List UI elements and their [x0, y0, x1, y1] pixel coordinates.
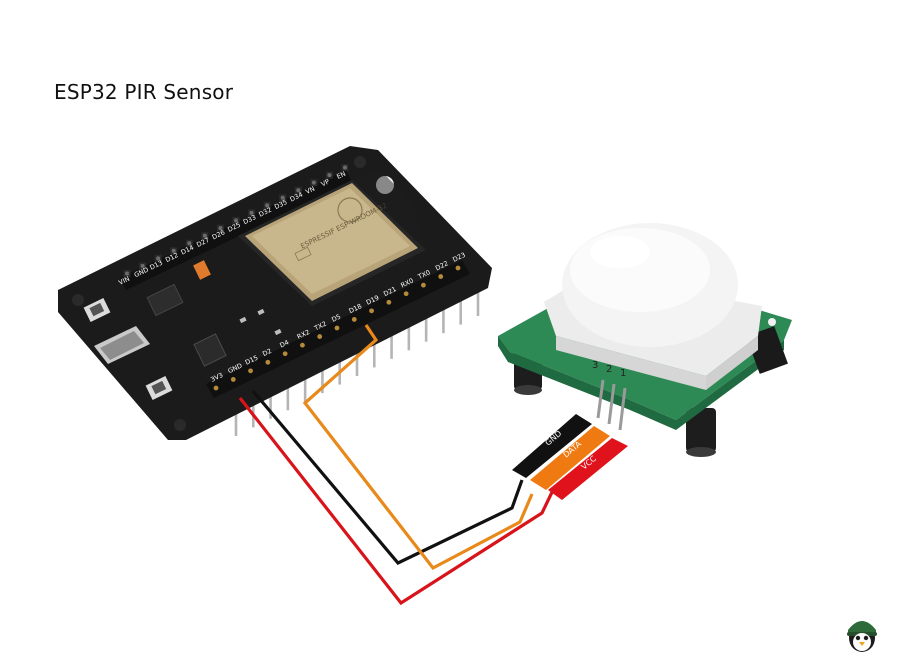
- connector-data: [530, 426, 610, 490]
- connector-gnd: [512, 414, 592, 478]
- top-pin-hole: [234, 218, 238, 223]
- bottom-pin-label: D2: [261, 347, 273, 358]
- voltage-regulator: [146, 283, 184, 317]
- bottom-pin-hole: [351, 317, 357, 322]
- top-pin-hole: [280, 195, 285, 200]
- top-pin-hole: [343, 165, 347, 170]
- wire-gnd: [251, 389, 524, 565]
- top-pin-hole: [327, 173, 332, 178]
- top-pin-label: EN: [335, 170, 347, 181]
- top-pin-hole: [125, 271, 129, 276]
- wire-data: [302, 324, 534, 571]
- top-pin-hole: [187, 241, 192, 246]
- bottom-pin-hole: [282, 351, 288, 357]
- wires: [238, 324, 556, 606]
- top-pin-label: VN: [304, 185, 316, 196]
- bottom-pin-hole: [317, 334, 323, 339]
- top-pin-hole: [249, 210, 254, 215]
- top-pin-hole: [202, 233, 207, 238]
- usb-serial-chip: [193, 333, 227, 367]
- top-pin-hole: [296, 188, 301, 193]
- bottom-pin-hole: [421, 282, 426, 288]
- bottom-pin-label: D4: [279, 338, 291, 349]
- top-pin-hole: [171, 248, 176, 253]
- boot-button: [145, 375, 173, 401]
- bottom-pin-hole: [455, 265, 461, 271]
- bottom-pin-hole: [265, 359, 271, 365]
- top-pin-hole: [311, 180, 316, 185]
- bottom-pin-hole: [369, 308, 374, 314]
- wire-vcc: [238, 397, 556, 606]
- top-header-pins: [123, 164, 349, 277]
- bottom-pin-hole: [438, 274, 444, 279]
- esp32-board: ESPRESSIF ESP-WROOM-32: [58, 146, 492, 440]
- top-pin-hole: [156, 256, 161, 261]
- pir-pin-number: 3: [592, 360, 598, 371]
- pir-wire-connector: [512, 414, 628, 500]
- bottom-pin-hole: [403, 291, 409, 297]
- bottom-header-pin-holes: [213, 265, 461, 391]
- capacitor: [193, 260, 211, 280]
- bottom-pin-hole: [386, 299, 392, 305]
- connector-vcc: [548, 438, 628, 500]
- bottom-pin-hole: [230, 377, 236, 382]
- bottom-pin-hole: [213, 385, 219, 391]
- top-pin-hole: [265, 203, 270, 208]
- pir-pin-number: 1: [620, 368, 626, 379]
- esp-wroom-32-module: ESPRESSIF ESP-WROOM-32: [238, 180, 426, 306]
- bottom-pin-hole: [300, 342, 305, 348]
- penguin-helmet-icon: [847, 621, 877, 652]
- top-pin-hole: [140, 263, 145, 268]
- micro-usb-port: [94, 326, 150, 364]
- bottom-pin-hole: [334, 325, 340, 331]
- pir-pins: [596, 379, 627, 431]
- pir-pin-number: 2: [606, 364, 612, 375]
- bottom-pin-label: D5: [330, 313, 342, 324]
- pir-capacitor-right: [686, 408, 716, 457]
- top-pin-hole: [218, 226, 223, 231]
- en-button: [83, 297, 111, 323]
- bottom-pin-hole: [248, 368, 253, 374]
- top-pin-label: VP: [320, 177, 331, 188]
- diagram-title: ESP32 PIR Sensor: [54, 80, 234, 104]
